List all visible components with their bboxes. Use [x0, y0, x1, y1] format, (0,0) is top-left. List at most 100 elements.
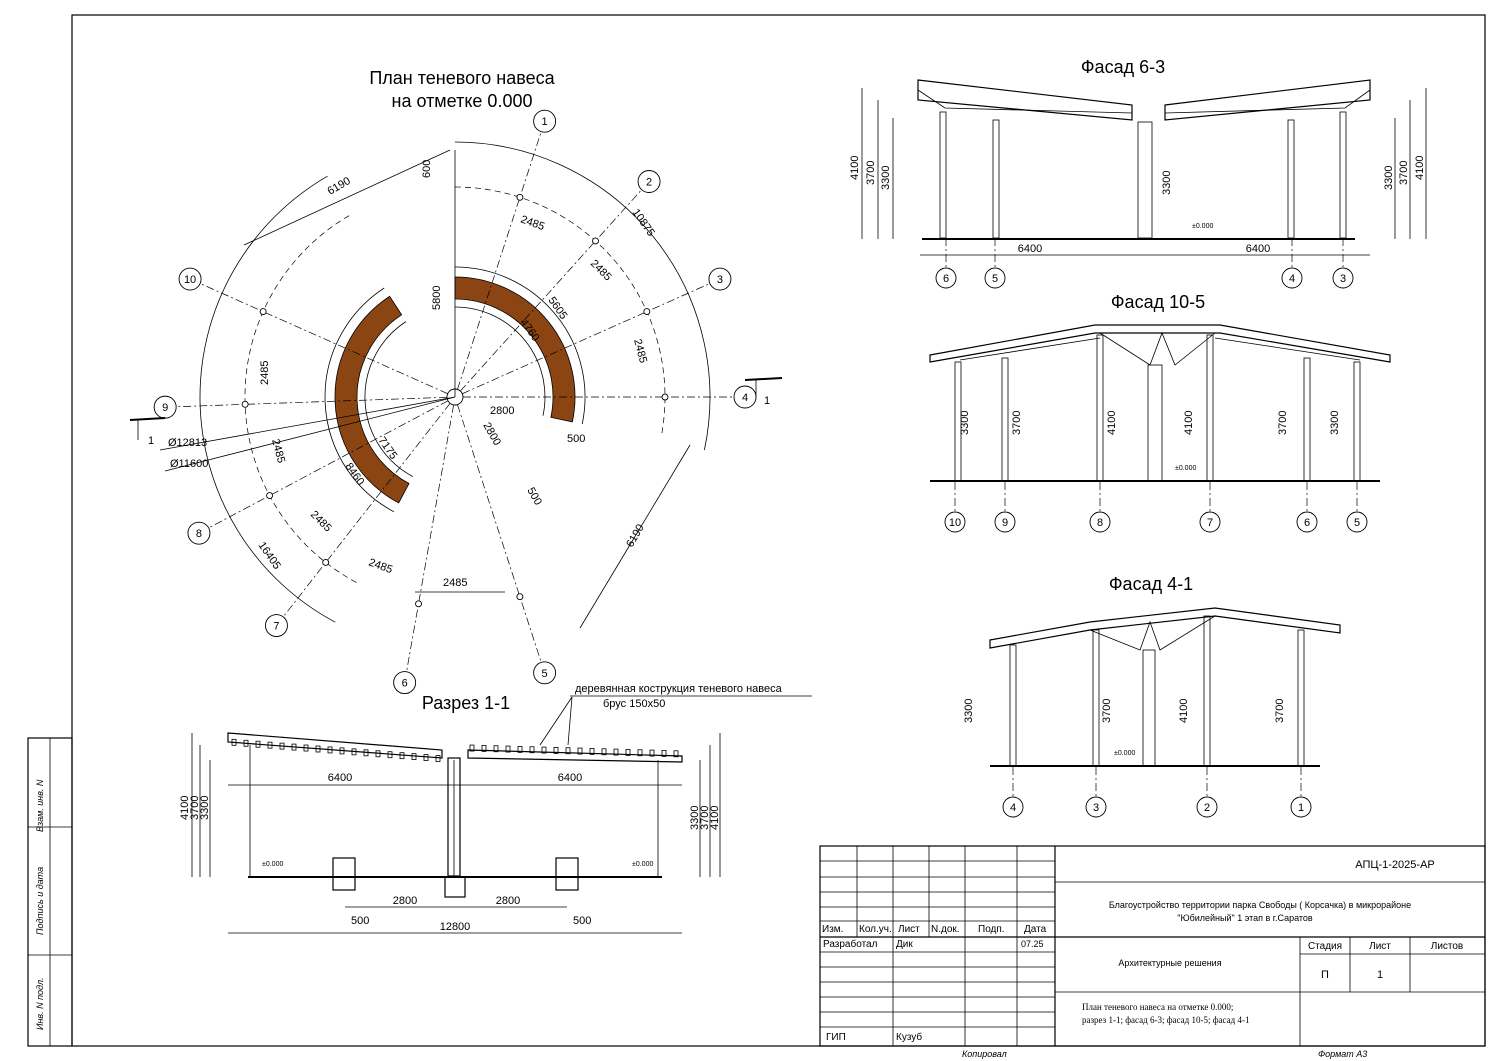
stamp-date-dev: 07.25 [1021, 939, 1044, 949]
facade-column [1297, 629, 1305, 767]
facade63-col-4 [1287, 119, 1295, 239]
axis-label: 2 [1204, 802, 1210, 814]
callout-leader-1 [539, 696, 573, 746]
facade-column [1206, 334, 1214, 482]
section-dim-500-right: 500 [573, 915, 591, 927]
section-dim-6400-left: 6400 [328, 772, 352, 784]
plan-axis-label: 4 [742, 392, 748, 404]
facade63-dim-6400-left: 6400 [1018, 243, 1042, 255]
rafter [661, 750, 667, 757]
rafter [375, 750, 381, 758]
dim-2485-2: 2485 [588, 258, 614, 284]
footing-left [332, 857, 356, 891]
facade-height-dim: 3700 [1011, 411, 1023, 435]
dim-2485-8: 2485 [443, 577, 467, 589]
axis-label: 6 [1304, 517, 1310, 529]
rafter [493, 745, 499, 753]
section-dim-500-left: 500 [351, 915, 369, 927]
stamp-hdr-podp: Подп. [978, 924, 1005, 935]
dim-600: 600 [421, 160, 433, 178]
plan-column [516, 593, 524, 601]
axis-circle [1332, 267, 1354, 289]
rafter [553, 747, 559, 754]
facade63-col-5 [992, 119, 1000, 239]
dim-500-b: 500 [524, 486, 544, 508]
rafter [469, 744, 475, 752]
rafter [649, 749, 655, 757]
radial-axis-line [460, 190, 642, 392]
radial-axis-line [457, 404, 542, 662]
footing-right [555, 857, 579, 891]
dim-10875: 10875 [630, 207, 657, 239]
footing-center [444, 876, 466, 898]
plan-axis-label: 9 [162, 402, 168, 414]
dim-dia12813: Ø12813 [168, 437, 207, 449]
plan-column [241, 400, 249, 408]
plan-axis-label: 2 [646, 176, 652, 188]
sheet-frame [71, 14, 1486, 1047]
stamp-sheet-val: 1 [1377, 969, 1383, 981]
axis-label: 6 [943, 273, 949, 285]
rafter [327, 746, 333, 754]
facade63-col-6 [939, 111, 947, 239]
rafter [423, 754, 429, 761]
rafter [601, 748, 607, 756]
dim-2800-b: 2800 [480, 421, 503, 448]
outer-contour-arc-lower [199, 175, 336, 623]
rafter [517, 746, 523, 753]
dim-16405: 16405 [256, 540, 283, 572]
stamp-sheet-hdr: Лист [1369, 941, 1391, 952]
rafter [673, 750, 679, 758]
section-roof-left [227, 732, 443, 759]
stamp-stage-val: П [1321, 969, 1329, 981]
axis-circle [1002, 796, 1024, 818]
plan-axis-circle [708, 267, 732, 291]
dim-2485-4: 2485 [259, 361, 271, 385]
rafter [625, 749, 631, 756]
section-title: Разрез 1-1 [422, 693, 510, 713]
facade-column [1353, 361, 1361, 482]
stamp-hdr-kolch: Кол.уч. [859, 924, 892, 935]
stamp-hdr-izm: Изм. [822, 924, 843, 935]
plan-title-line2: на отметке 0.000 [392, 91, 533, 111]
section-mark-left-label: 1 [148, 435, 154, 447]
rafter [339, 747, 345, 755]
facade63-col-center [1137, 121, 1153, 239]
facade63-h3300-center: 3300 [1161, 171, 1173, 195]
facade63-h3300-left: 3300 [880, 166, 892, 190]
rafter [481, 744, 487, 752]
axis-label: 3 [1093, 802, 1099, 814]
plan-axis-label: 1 [542, 116, 548, 128]
rafter [637, 749, 643, 757]
facade-height-dim: 4100 [1178, 699, 1190, 723]
section-1-1: Разрез 1-1 деревянная кострукция теневог… [179, 683, 812, 934]
axis-label: 4 [1010, 802, 1016, 814]
axis-circle [1085, 796, 1107, 818]
stamp-project-line2: "Юбилейный" 1 этап в г.Саратов [1177, 913, 1313, 923]
facade63-col-3 [1339, 111, 1347, 239]
rafter [435, 755, 441, 762]
white-arc-upper [454, 266, 586, 425]
facade-height-dim: 3300 [959, 411, 971, 435]
facade-column [1303, 357, 1311, 482]
stamp-hdr-ndok: N.док. [931, 924, 960, 935]
facade-column [1147, 364, 1163, 482]
stamp-stage-hdr: Стадия [1308, 941, 1342, 952]
dim-7175: 7175 [376, 435, 400, 462]
stamp-role-dev: Разработал [823, 938, 878, 950]
radial-axis-line [209, 400, 449, 528]
facade63-roof-right [1164, 79, 1371, 121]
facade-height-dim: 3700 [1274, 699, 1286, 723]
stamp-name-dev: Дик [896, 939, 913, 950]
dim-2485-7: 2485 [367, 557, 394, 577]
facade63-h3700-right: 3700 [1398, 161, 1410, 185]
axis-circle [1089, 511, 1111, 533]
column-axis-arc-lower [244, 214, 357, 583]
facade-height-dim: 3700 [1101, 699, 1113, 723]
plan-axis-circle [533, 109, 557, 133]
side-vzam: Взам. инв. N [35, 779, 45, 832]
dim-2485-5: 2485 [269, 438, 287, 465]
